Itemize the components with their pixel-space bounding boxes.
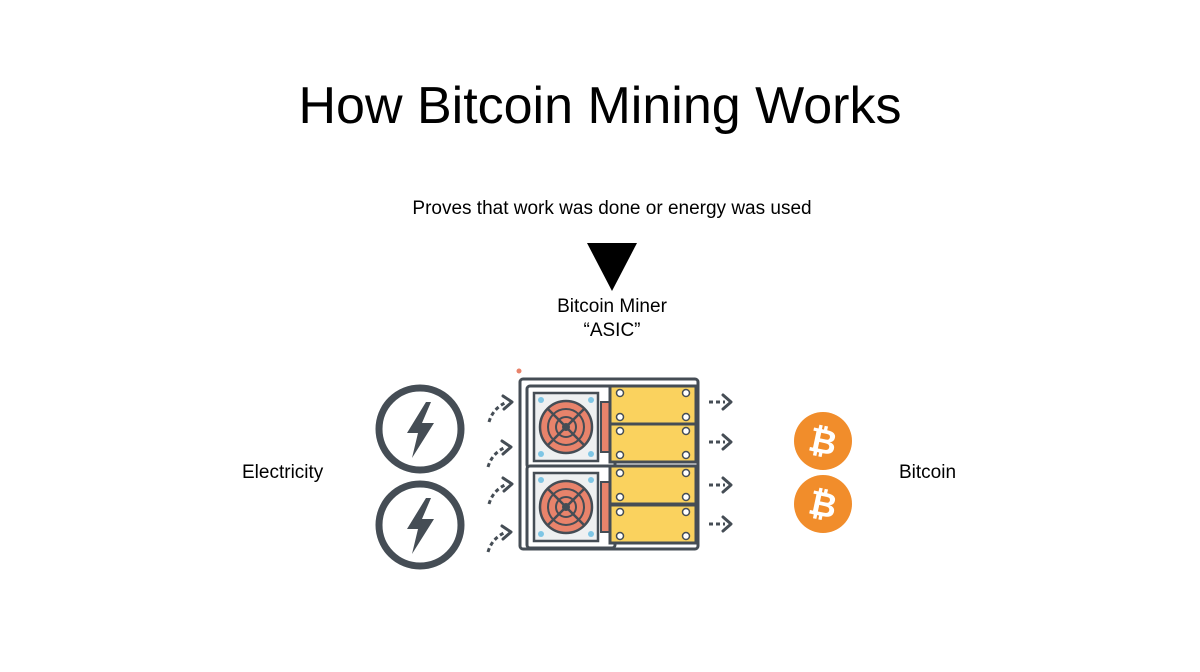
miner-label-line1: Bitcoin Miner [557,296,667,317]
dotted-arrow-icon [707,433,733,451]
dotted-arrow-icon [707,393,733,411]
dotted-arrow-icon [486,439,513,469]
dotted-arrow-icon [707,476,733,494]
lightning-icon [379,484,461,566]
asic-miner-icon [516,368,700,551]
bitcoin-icon [794,475,852,533]
dotted-arrow-icon [486,524,513,554]
page-title: How Bitcoin Mining Works [298,77,902,135]
electricity-label: Electricity [242,462,324,483]
proof-of-work-note: Proves that work was done or energy was … [412,198,812,219]
bitcoin-icon [794,412,852,470]
down-arrow-icon [587,243,637,291]
bitcoin-label: Bitcoin [899,462,957,483]
dotted-arrow-icon [487,476,514,506]
dotted-arrow-icon [487,394,514,424]
miner-label: Bitcoin Miner “ASIC” [480,295,744,343]
lightning-icon [379,388,461,470]
dotted-arrow-icon [707,515,733,533]
miner-label-line2: “ASIC” [583,320,641,341]
